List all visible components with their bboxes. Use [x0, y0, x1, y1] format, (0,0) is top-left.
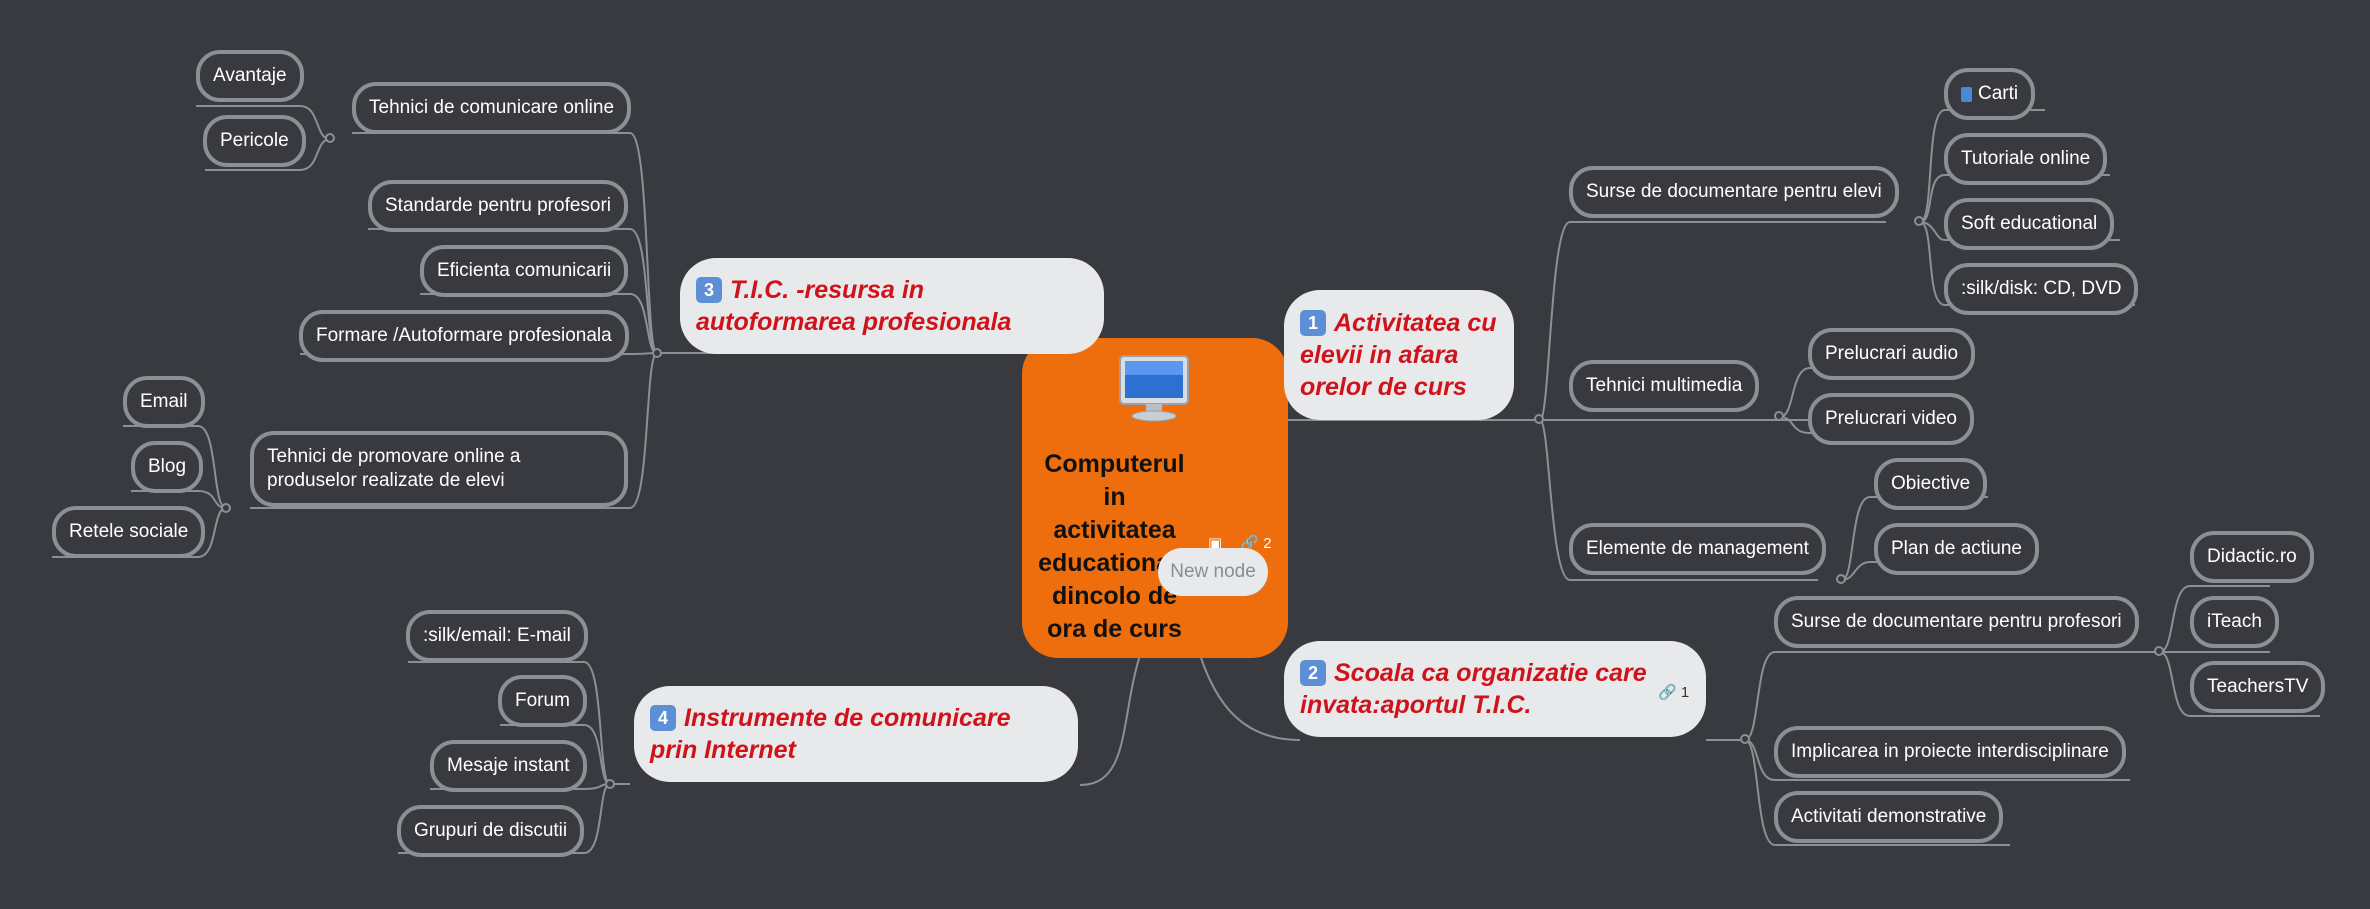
junction-promovare[interactable]	[221, 503, 231, 513]
node-surse-elevi[interactable]: Surse de documentare pentru elevi	[1569, 166, 1899, 218]
junction-branch2[interactable]	[1740, 734, 1750, 744]
root-attachments[interactable]: ▣ 🔗 2	[1208, 535, 1272, 552]
node-promovare-online[interactable]: Tehnici de promovare online a produselor…	[250, 431, 628, 507]
node-activitati-demonstrative[interactable]: Activitati demonstrative	[1774, 791, 2004, 843]
number-badge-3: 3	[696, 277, 722, 303]
computer-monitor-icon	[1119, 355, 1189, 422]
connector-root-branch2	[1199, 654, 1301, 741]
node-mesaje-instant[interactable]: Mesaje instant	[430, 740, 587, 792]
book-icon	[1961, 86, 1972, 102]
node-grupuri-discutii[interactable]: Grupuri de discutii	[397, 805, 585, 857]
node-obiective[interactable]: Obiective	[1874, 458, 1988, 510]
node-avantaje[interactable]: Avantaje	[196, 50, 304, 102]
node-prelucrari-video[interactable]: Prelucrari video	[1808, 393, 1974, 445]
node-didactic-ro[interactable]: Didactic.ro	[2190, 531, 2314, 583]
node-proiecte-interdisciplinare[interactable]: Implicarea in proiecte interdisciplinare	[1774, 726, 2126, 778]
node-e-mail[interactable]: :silk/email: E-mail	[406, 610, 588, 662]
node-standarde-profesori[interactable]: Standarde pentru profesori	[368, 180, 629, 232]
node-carti[interactable]: Carti	[1944, 68, 2036, 120]
node-formare-autoformare[interactable]: Formare /Autoformare profesionala	[299, 310, 629, 362]
junction-surse-profesori[interactable]	[2154, 646, 2164, 656]
node-eficienta-comunicarii[interactable]: Eficienta comunicarii	[420, 245, 629, 297]
root-title: Computerul in activitatea educationala d…	[1038, 450, 1191, 643]
node-forum[interactable]: Forum	[498, 675, 587, 727]
node-blog[interactable]: Blog	[131, 441, 204, 493]
node-cd-dvd[interactable]: :silk/disk: CD, DVD	[1944, 263, 2139, 315]
node-surse-profesori[interactable]: Surse de documentare pentru profesori	[1774, 596, 2139, 648]
node-iteach[interactable]: iTeach	[2190, 596, 2279, 648]
connector-root-branch4	[1079, 654, 1141, 786]
junction-comunicare-online[interactable]	[325, 133, 335, 143]
node-comunicare-online[interactable]: Tehnici de comunicare online	[352, 82, 632, 134]
junction-branch1[interactable]	[1534, 414, 1544, 424]
node-tehnici-multimedia[interactable]: Tehnici multimedia	[1569, 360, 1760, 412]
root-topic[interactable]: Computerul in activitatea educationala d…	[1022, 338, 1288, 658]
junction-management[interactable]	[1836, 574, 1846, 584]
link-icon: 🔗	[1240, 535, 1260, 552]
new-node-button[interactable]: New node	[1158, 548, 1268, 596]
number-badge-1: 1	[1300, 310, 1326, 336]
number-badge-2: 2	[1300, 660, 1326, 686]
image-icon: ▣	[1208, 535, 1223, 552]
node-plan-actiune[interactable]: Plan de actiune	[1874, 523, 2039, 575]
node-elemente-management[interactable]: Elemente de management	[1569, 523, 1826, 575]
node-pericole[interactable]: Pericole	[203, 115, 306, 167]
node-email[interactable]: Email	[123, 376, 205, 428]
node-retele-sociale[interactable]: Retele sociale	[52, 506, 206, 558]
node-prelucrari-audio[interactable]: Prelucrari audio	[1808, 328, 1976, 380]
junction-surse-elevi[interactable]	[1914, 216, 1924, 226]
junction-branch3[interactable]	[652, 348, 662, 358]
junction-branch4[interactable]	[605, 779, 615, 789]
node-teacherstv[interactable]: TeachersTV	[2190, 661, 2326, 713]
node-soft-educational[interactable]: Soft educational	[1944, 198, 2115, 250]
junction-multimedia[interactable]	[1774, 411, 1784, 421]
node-tutoriale-online[interactable]: Tutoriale online	[1944, 133, 2108, 185]
link-icon[interactable]: 🔗 1	[1658, 684, 1690, 701]
number-badge-4: 4	[650, 705, 676, 731]
